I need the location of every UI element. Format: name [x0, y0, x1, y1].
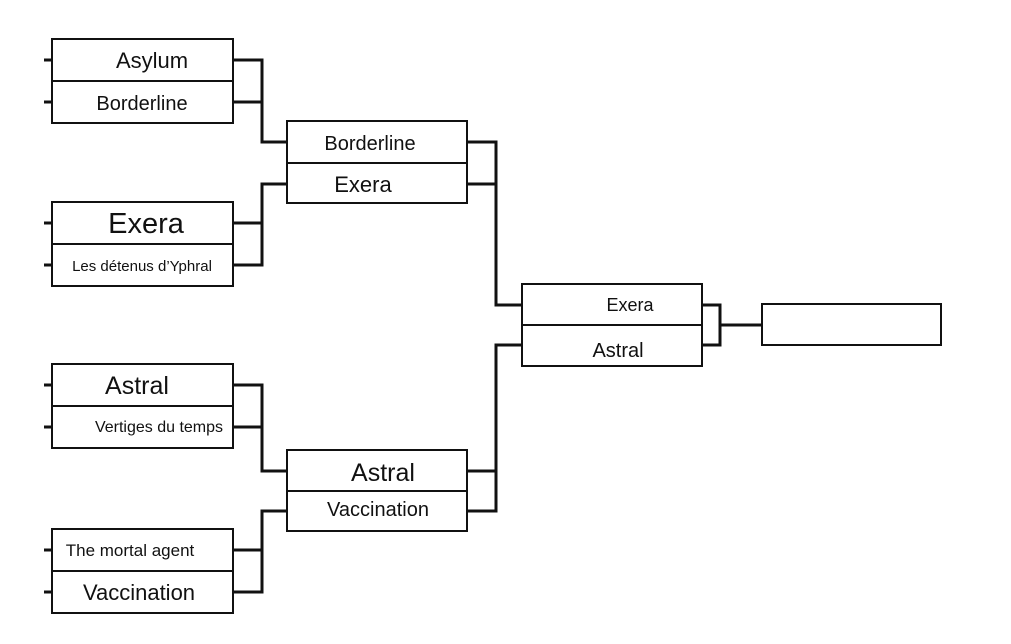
team-slot	[286, 162, 468, 204]
champion-box	[761, 303, 942, 346]
team-slot	[51, 405, 234, 449]
team-name: Astral	[592, 340, 643, 362]
connector-r1m2	[233, 182, 287, 267]
bracket-connectors	[44, 58, 762, 594]
team-name: Vaccination	[327, 499, 429, 521]
team-slot	[521, 324, 703, 367]
round-2: Borderline Exera Astral Vaccination	[286, 120, 468, 532]
team-slot	[51, 80, 234, 124]
team-name: The mortal agent	[66, 541, 195, 560]
team-name: Vaccination	[83, 580, 195, 605]
team-name: Asylum	[116, 48, 188, 73]
connector-r2m2	[467, 343, 522, 513]
round-1: Asylum Borderline Exera Les détenus d’Yp…	[51, 38, 234, 614]
connector-final	[702, 303, 762, 347]
match-r1-2: Exera Les détenus d’Yphral	[51, 201, 234, 287]
team-name: Exera	[606, 295, 654, 315]
team-name: Astral	[105, 372, 169, 400]
match-r2-2: Astral Vaccination	[286, 449, 468, 532]
team-slot	[286, 120, 468, 164]
team-name: Exera	[334, 172, 392, 197]
team-name: Borderline	[96, 93, 187, 115]
match-r2-1: Borderline Exera	[286, 120, 468, 204]
team-slot	[286, 449, 468, 492]
match-r1-3: Astral Vertiges du temps	[51, 363, 234, 449]
match-r1-4: The mortal agent Vaccination	[51, 528, 234, 614]
team-name: Exera	[108, 208, 185, 240]
team-slot	[51, 363, 234, 407]
team-name: Borderline	[324, 133, 415, 155]
connector-r1m3	[233, 383, 287, 473]
champion-slot	[761, 303, 942, 346]
final-match: Exera Astral	[521, 283, 703, 367]
match-r1-1: Asylum Borderline	[51, 38, 234, 124]
connector-r2m1	[467, 140, 522, 307]
connector-r1m4	[233, 509, 287, 594]
team-slot	[521, 283, 703, 326]
team-slot	[286, 490, 468, 532]
team-name: Vertiges du temps	[95, 419, 223, 436]
team-name: Les détenus d’Yphral	[72, 258, 212, 275]
team-name: Astral	[351, 459, 415, 487]
team-slot	[51, 570, 234, 614]
team-slot	[51, 243, 234, 287]
connector-r1m1	[233, 58, 287, 144]
